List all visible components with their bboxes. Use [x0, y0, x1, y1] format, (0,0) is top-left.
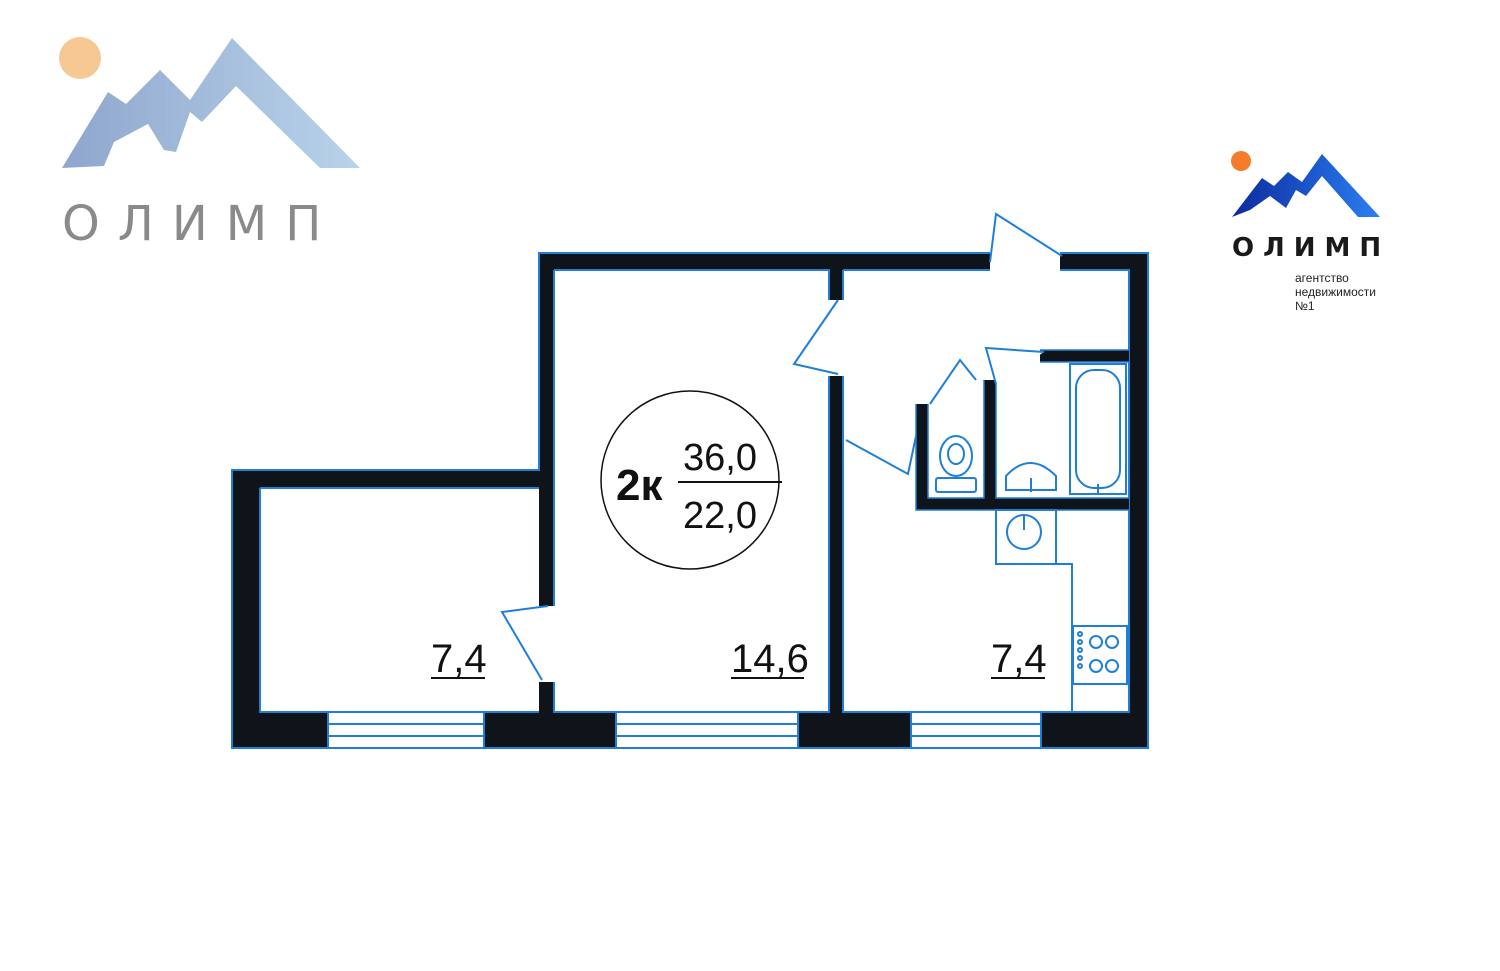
sun-icon: [59, 37, 101, 79]
logo-large: ОЛИМП: [59, 37, 360, 252]
logo-small-text: ОЛИМП: [1232, 233, 1390, 263]
summary-circle: [600, 390, 780, 570]
sink-icon: [1005, 462, 1057, 492]
logo-tagline-line-3: №1: [1295, 299, 1315, 313]
balcony-door-swing: [500, 605, 549, 681]
toilet-icon: [935, 435, 977, 493]
logo-large-text: ОЛИМП: [62, 196, 339, 252]
total-area: 36,0: [683, 437, 757, 479]
stove-icon: [1072, 625, 1128, 685]
mountain-icon: [1232, 154, 1380, 217]
room-area-kitchen: 7,4: [991, 637, 1047, 681]
bathtub-icon: [1069, 363, 1127, 495]
floor-plan: 7,4 14,6 7,4 2к 36,0 22,0: [231, 212, 1149, 749]
logo-small: ОЛИМП агентство недвижимости №1: [1231, 151, 1390, 313]
toilet-door-swing: [929, 358, 977, 405]
window-2: [615, 711, 799, 749]
kitchen-door-swing: [845, 435, 917, 476]
apartment-summary: 2к 36,0 22,0: [600, 390, 782, 570]
sun-icon: [1231, 151, 1251, 171]
mountain-icon: [62, 38, 360, 168]
window-1: [327, 711, 485, 749]
rooms-count: 2к: [616, 461, 663, 510]
bath-door-swing: [984, 346, 1045, 385]
hall-door-swing: [792, 299, 839, 375]
washing-machine-icon: [995, 509, 1057, 565]
window-3: [910, 711, 1042, 749]
logo-tagline-line-2: недвижимости: [1295, 285, 1376, 299]
bathroom-wall-outline: [915, 349, 1129, 511]
room-area-living-room: 14,6: [731, 637, 809, 681]
room-area-balcony-room: 7,4: [431, 637, 487, 681]
living-area: 22,0: [683, 495, 757, 537]
logo-tagline-line-1: агентство: [1295, 271, 1349, 285]
entrance-door-swing: [989, 212, 1063, 263]
wall-outline: [231, 252, 1149, 749]
